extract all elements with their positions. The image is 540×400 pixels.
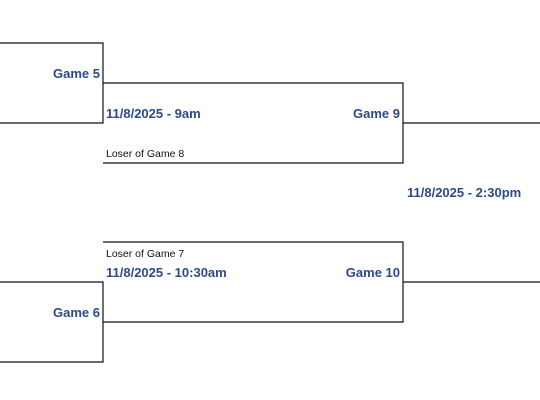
game-9-label: Game 9 [353,106,400,121]
game-5-bracket-line [0,42,104,124]
bracket-line-group [0,42,540,363]
game-6-bracket-line [0,281,104,363]
game-9-datetime: 11/8/2025 - 9am [106,106,201,121]
game-6-label: Game 6 [53,305,100,320]
game-5-label: Game 5 [53,66,100,81]
game-10-label: Game 10 [345,265,400,280]
game-10-datetime: 11/8/2025 - 10:30am [106,265,227,280]
game-9-bottom-slot: Loser of Game 8 [106,148,185,160]
next-round-datetime: 11/8/2025 - 2:30pm [407,185,522,200]
game-10-top-slot: Loser of Game 7 [106,248,185,260]
